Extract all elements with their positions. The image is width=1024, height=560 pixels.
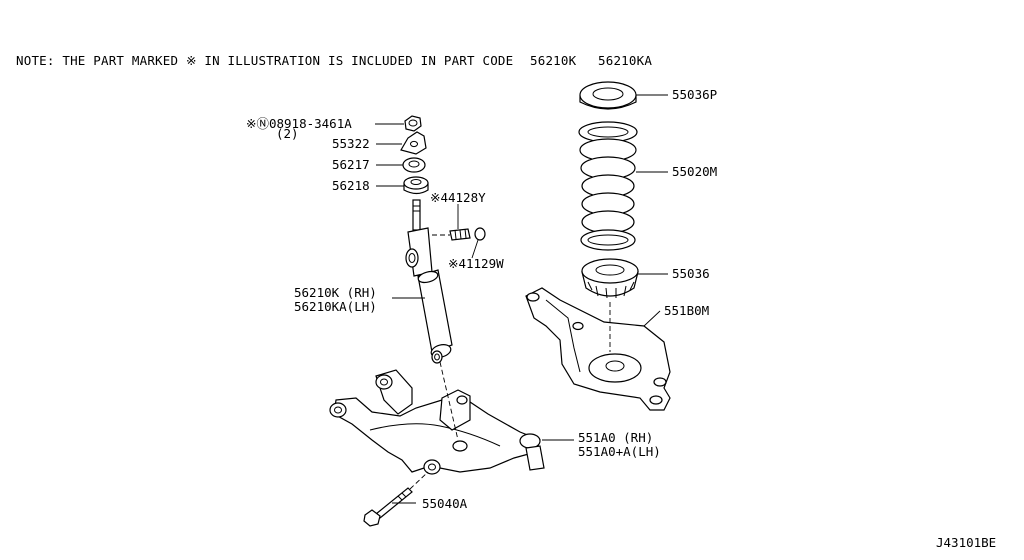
- label-41129w: ※41129W: [448, 256, 504, 271]
- leader-shock-axis: [439, 361, 459, 441]
- label-551b0m: 551B0M: [664, 303, 709, 318]
- label-bolt: ※Ⓝ08918-3461A: [246, 116, 352, 131]
- label-55322: 55322: [332, 136, 370, 151]
- bracket-part: [400, 131, 427, 155]
- note-code-2: 56210KA: [598, 53, 652, 68]
- label-shock-lh: 56210KA(LH): [294, 299, 377, 314]
- label-55036p: 55036P: [672, 87, 717, 102]
- label-55020m: 55020M: [672, 164, 717, 179]
- bushing-part: [403, 176, 429, 195]
- leader-41129w: [471, 239, 479, 259]
- label-bolt-qty: (2): [276, 126, 299, 141]
- label-55040a: 55040A: [422, 496, 468, 511]
- label-56218: 56218: [332, 178, 370, 193]
- upper-spring-seat: [579, 81, 637, 110]
- lower-arm: [329, 369, 545, 475]
- nut-part: [404, 115, 422, 132]
- long-bolt: [363, 487, 413, 527]
- label-551a0-lh: 551A0+A(LH): [578, 444, 661, 459]
- bump-stop-part: [449, 228, 471, 241]
- leader-551b0m: [643, 310, 661, 327]
- label-55036: 55036: [672, 266, 710, 281]
- label-56217: 56217: [332, 157, 370, 172]
- cap-part: [474, 227, 486, 241]
- lower-spring-seat: [581, 258, 639, 299]
- washer-part: [402, 157, 426, 173]
- note-code-1: 56210K: [530, 53, 577, 68]
- shock-absorber: [405, 199, 453, 364]
- label-shock-rh: 56210K (RH): [294, 285, 377, 300]
- label-551a0-rh: 551A0 (RH): [578, 430, 653, 445]
- coil-spring: [578, 121, 638, 251]
- leader-bolt-axis: [409, 471, 429, 490]
- label-44128y: ※44128Y: [430, 190, 486, 205]
- diagram-id: J43101BE: [936, 535, 996, 550]
- note-text: NOTE: THE PART MARKED ※ IN ILLUSTRATION …: [16, 53, 513, 68]
- upper-arm: [525, 287, 671, 411]
